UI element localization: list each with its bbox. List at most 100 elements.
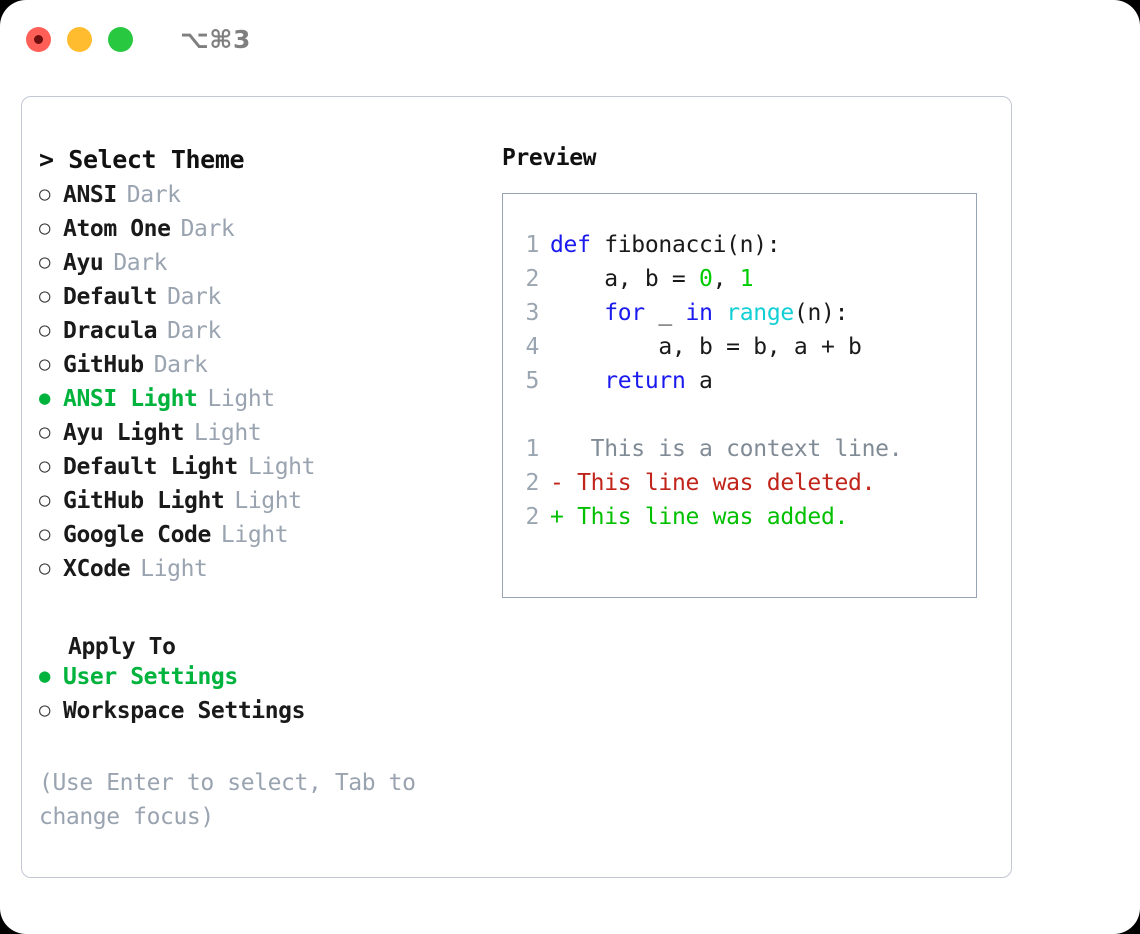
theme-option-ansi-light[interactable]: ● ANSI Light Light <box>39 386 489 420</box>
theme-option-label: Default <box>63 284 158 310</box>
radio-selected-icon: ● <box>39 387 51 409</box>
code-token-plain: , <box>712 266 740 292</box>
radio-unselected-icon: ○ <box>39 251 51 273</box>
theme-option-label: Google Code <box>63 522 211 548</box>
apply-to-option-label: Workspace Settings <box>63 698 306 724</box>
radio-unselected-icon: ○ <box>39 699 51 721</box>
apply-to-option-user-settings[interactable]: ● User Settings <box>39 664 489 698</box>
theme-option-label: ANSI <box>63 182 117 208</box>
radio-unselected-icon: ○ <box>39 523 51 545</box>
code-token-plain <box>550 368 604 394</box>
diff-line: 2- This line was deleted. <box>503 470 976 504</box>
theme-option-github-light[interactable]: ○ GitHub Light Light <box>39 488 489 522</box>
code-token-num: 1 <box>739 266 754 292</box>
code-token-kw: def <box>550 232 605 258</box>
theme-option-ayu[interactable]: ○ Ayu Dark <box>39 250 489 284</box>
preview-title: Preview <box>502 145 597 171</box>
code-token-kw: return <box>604 368 686 394</box>
radio-unselected-icon: ○ <box>39 421 51 443</box>
code-line-text: a, b = b, a + b <box>539 334 862 360</box>
radio-unselected-icon: ○ <box>39 319 51 341</box>
apply-to-list[interactable]: ● User Settings ○ Workspace Settings <box>39 664 489 732</box>
code-token-kw: in <box>685 300 713 326</box>
theme-option-label: Dracula <box>63 318 158 344</box>
theme-option-kind: Light <box>234 488 302 514</box>
radio-unselected-icon: ○ <box>39 183 51 205</box>
close-button[interactable] <box>26 26 51 52</box>
theme-option-label: Default Light <box>63 454 238 480</box>
radio-unselected-icon: ○ <box>39 285 51 307</box>
theme-option-kind: Dark <box>167 284 221 310</box>
diff-marker: + <box>550 504 564 530</box>
code-line-text: return a <box>539 368 713 394</box>
keyboard-shortcut-label: ⌥⌘3 <box>180 24 251 54</box>
code-line-number: 3 <box>525 300 539 326</box>
theme-option-dracula[interactable]: ○ Dracula Dark <box>39 318 489 352</box>
theme-option-label: Atom One <box>63 216 171 242</box>
theme-option-kind: Light <box>247 454 316 480</box>
code-line-text: def fibonacci(n): <box>539 232 781 258</box>
code-token-fn: range <box>726 300 794 326</box>
radio-selected-icon: ● <box>39 665 51 687</box>
zoom-button[interactable] <box>108 26 133 52</box>
code-token-num: 0 <box>699 266 713 292</box>
diff-body: This line was added. <box>563 504 849 530</box>
code-token-plain <box>550 300 604 326</box>
theme-option-kind: Dark <box>113 250 168 276</box>
theme-option-label: Ayu <box>63 250 104 276</box>
diff-line-number: 2 <box>525 504 539 530</box>
diff-line-text: + This line was added. <box>539 504 848 530</box>
theme-option-label: GitHub <box>63 352 144 378</box>
minimize-button[interactable] <box>67 26 92 52</box>
keyboard-hint: (Use Enter to select, Tab to change focu… <box>39 770 416 830</box>
code-token-plain: fibonacci(n): <box>604 232 781 258</box>
code-line-number: 1 <box>525 232 539 258</box>
apply-to-title: Apply To <box>68 634 176 660</box>
theme-option-kind: Dark <box>167 318 221 344</box>
radio-unselected-icon: ○ <box>39 557 51 579</box>
theme-option-kind: Light <box>207 386 275 412</box>
theme-option-label: ANSI Light <box>63 386 198 412</box>
theme-option-kind: Dark <box>153 352 208 378</box>
diff-body: This line was deleted. <box>563 470 876 496</box>
diff-line-text: This is a context line. <box>539 436 903 462</box>
diff-sample: 1 This is a context line.2- This line wa… <box>503 436 976 538</box>
code-token-plain: _ <box>644 300 686 326</box>
diff-line: 2+ This line was added. <box>503 504 976 538</box>
theme-option-default[interactable]: ○ Default Dark <box>39 284 489 318</box>
code-line-number: 4 <box>525 334 539 360</box>
theme-option-label: GitHub Light <box>63 488 225 514</box>
theme-option-kind: Dark <box>180 216 235 242</box>
radio-unselected-icon: ○ <box>39 489 51 511</box>
theme-option-ayu-light[interactable]: ○ Ayu Light Light <box>39 420 489 454</box>
code-line-text: a, b = 0, 1 <box>539 266 753 292</box>
theme-option-label: Ayu Light <box>63 420 185 446</box>
theme-option-kind: Light <box>194 420 262 446</box>
code-token-plain: (n): <box>793 300 849 326</box>
code-line: 5 return a <box>503 368 976 402</box>
theme-option-kind: Light <box>140 556 208 582</box>
diff-marker: - <box>550 470 564 496</box>
diff-line-number: 2 <box>525 470 539 496</box>
code-line-number: 5 <box>525 368 539 394</box>
code-line: 2 a, b = 0, 1 <box>503 266 976 300</box>
diff-marker <box>550 436 564 462</box>
select-theme-header: > Select Theme <box>39 145 245 174</box>
apply-to-option-workspace-settings[interactable]: ○ Workspace Settings <box>39 698 489 732</box>
apply-to-option-label: User Settings <box>63 664 238 690</box>
code-token-plain: a, b = b, a + b <box>550 334 862 360</box>
